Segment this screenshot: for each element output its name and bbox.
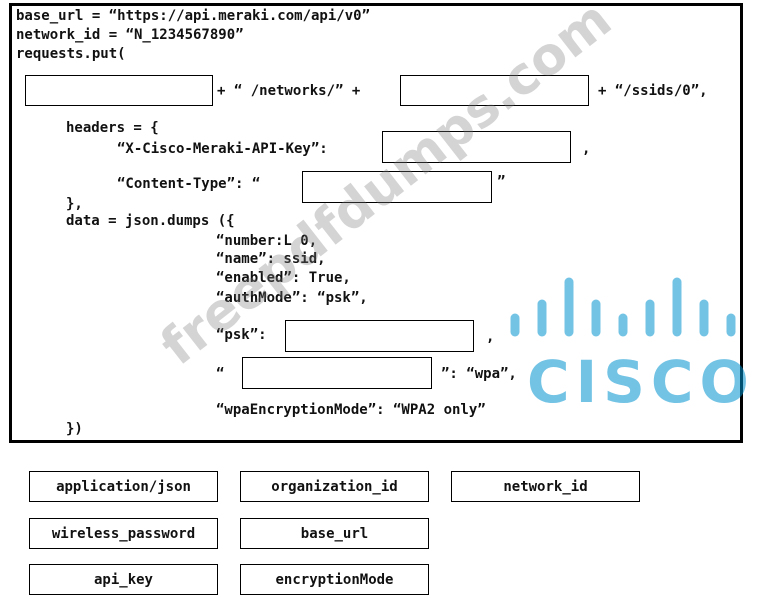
code-close-content-type: ” <box>497 174 506 190</box>
code-op-plus-ssids: + “/ssids/0”, <box>598 83 708 99</box>
code-line-wpa-mode: “wpaEncryptionMode”: “WPA2 only” <box>216 402 486 418</box>
code-after-wpa: ”: “wpa”, <box>441 366 517 382</box>
drop-slot-1[interactable] <box>25 75 213 106</box>
code-line-enabled: “enabled”: True, <box>216 270 351 286</box>
option-organization-id[interactable]: organization_id <box>240 471 429 502</box>
code-line-authmode: “authMode”: “psk”, <box>216 290 368 306</box>
code-comma-api: , <box>582 141 591 157</box>
drop-slot-3[interactable] <box>382 131 571 163</box>
code-close-data: }) <box>66 421 83 437</box>
code-line-data: data = json.dumps ({ <box>66 213 235 229</box>
option-base-url[interactable]: base_url <box>240 518 429 549</box>
option-api-key[interactable]: api_key <box>29 564 218 595</box>
drop-slot-6[interactable] <box>242 357 432 389</box>
code-line-network-id: network_id = “N_1234567890” <box>16 27 244 43</box>
code-line-requests-put: requests.put( <box>16 46 126 62</box>
code-key-api: “X-Cisco-Meraki-API-Key”: <box>117 141 328 157</box>
drop-slot-5[interactable] <box>285 320 474 352</box>
option-application-json[interactable]: application/json <box>29 471 218 502</box>
drop-slot-4[interactable] <box>302 171 492 203</box>
code-line-headers: headers = { <box>66 120 159 136</box>
code-line-name: “name”: ssid, <box>216 251 326 267</box>
code-op-plus-networks: + “ /networks/” + <box>217 83 361 99</box>
code-line-number: “number:L 0, <box>216 233 318 249</box>
code-open-quote: “ <box>216 366 225 382</box>
option-network-id[interactable]: network_id <box>451 471 640 502</box>
option-wireless-password[interactable]: wireless_password <box>29 518 218 549</box>
code-key-content-type: “Content-Type”: “ <box>117 176 261 192</box>
code-close-headers: }, <box>66 196 83 212</box>
code-line-base-url: base_url = “https://api.meraki.com/api/v… <box>16 8 371 24</box>
option-encryption-mode[interactable]: encryptionMode <box>240 564 429 595</box>
code-comma-psk: , <box>486 329 495 345</box>
drop-slot-2[interactable] <box>400 75 589 106</box>
code-key-psk: “psk”: <box>216 327 267 343</box>
